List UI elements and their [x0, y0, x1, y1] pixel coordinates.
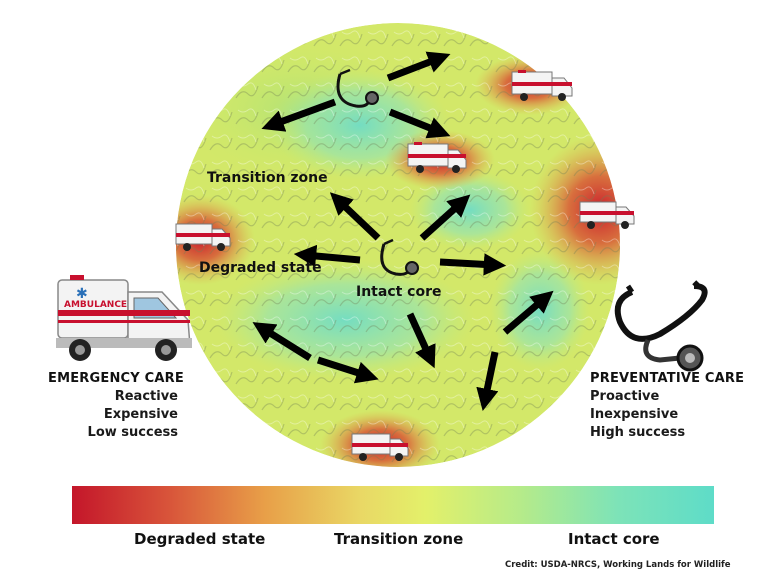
arrow-icon: [261, 98, 337, 132]
transition-zone-label: Transition zone: [207, 170, 328, 186]
ambulance-lettering: AMBULANCE: [64, 300, 127, 310]
arrow-icon: [406, 312, 436, 369]
emergency-care-title: EMERGENCY CARE: [48, 371, 184, 386]
degraded-state-label: Degraded state: [199, 260, 322, 276]
emergency-item: Reactive: [114, 389, 178, 404]
arrow-icon: [316, 356, 379, 384]
preventative-item: Proactive: [590, 389, 660, 404]
preventative-item: Inexpensive: [590, 407, 679, 422]
arrow-icon: [419, 194, 471, 241]
arrow-icon: [502, 290, 554, 335]
arrow-icon: [252, 322, 312, 361]
ambulance-icon: [175, 223, 231, 251]
stethoscope-icon: [336, 68, 379, 108]
emergency-item: Expensive: [103, 407, 178, 422]
arrow-icon: [476, 351, 499, 411]
color-scale-bar: [72, 486, 714, 524]
preventative-item: High success: [590, 425, 686, 440]
ambulance-icon: [579, 201, 635, 229]
ambulance-icon: [407, 142, 467, 173]
intact-core-label: Intact core: [356, 284, 442, 300]
stethoscope-icon: [614, 280, 708, 372]
ambulance-icon: AMBULANCE ✱: [56, 275, 192, 361]
arrow-icon: [388, 108, 451, 139]
arrow-icon: [386, 51, 451, 82]
scale-label-transition: Transition zone: [334, 530, 464, 548]
scale-label-degraded: Degraded state: [134, 530, 266, 548]
ambulance-icon: [351, 433, 409, 461]
preventative-care-title: PREVENTATIVE CARE: [590, 371, 745, 386]
arrow-icon: [293, 244, 361, 268]
emergency-item: Low success: [87, 425, 178, 440]
ambulance-icon: [511, 70, 573, 101]
stethoscope-icon: [380, 238, 419, 276]
arrow-icon: [439, 253, 507, 276]
credit-text: Credit: USDA-NRCS, Working Lands for Wil…: [505, 560, 731, 570]
svg-text:✱: ✱: [76, 286, 88, 302]
arrows: [252, 51, 554, 411]
arrow-icon: [329, 192, 381, 241]
scale-label-intact: Intact core: [568, 530, 660, 548]
